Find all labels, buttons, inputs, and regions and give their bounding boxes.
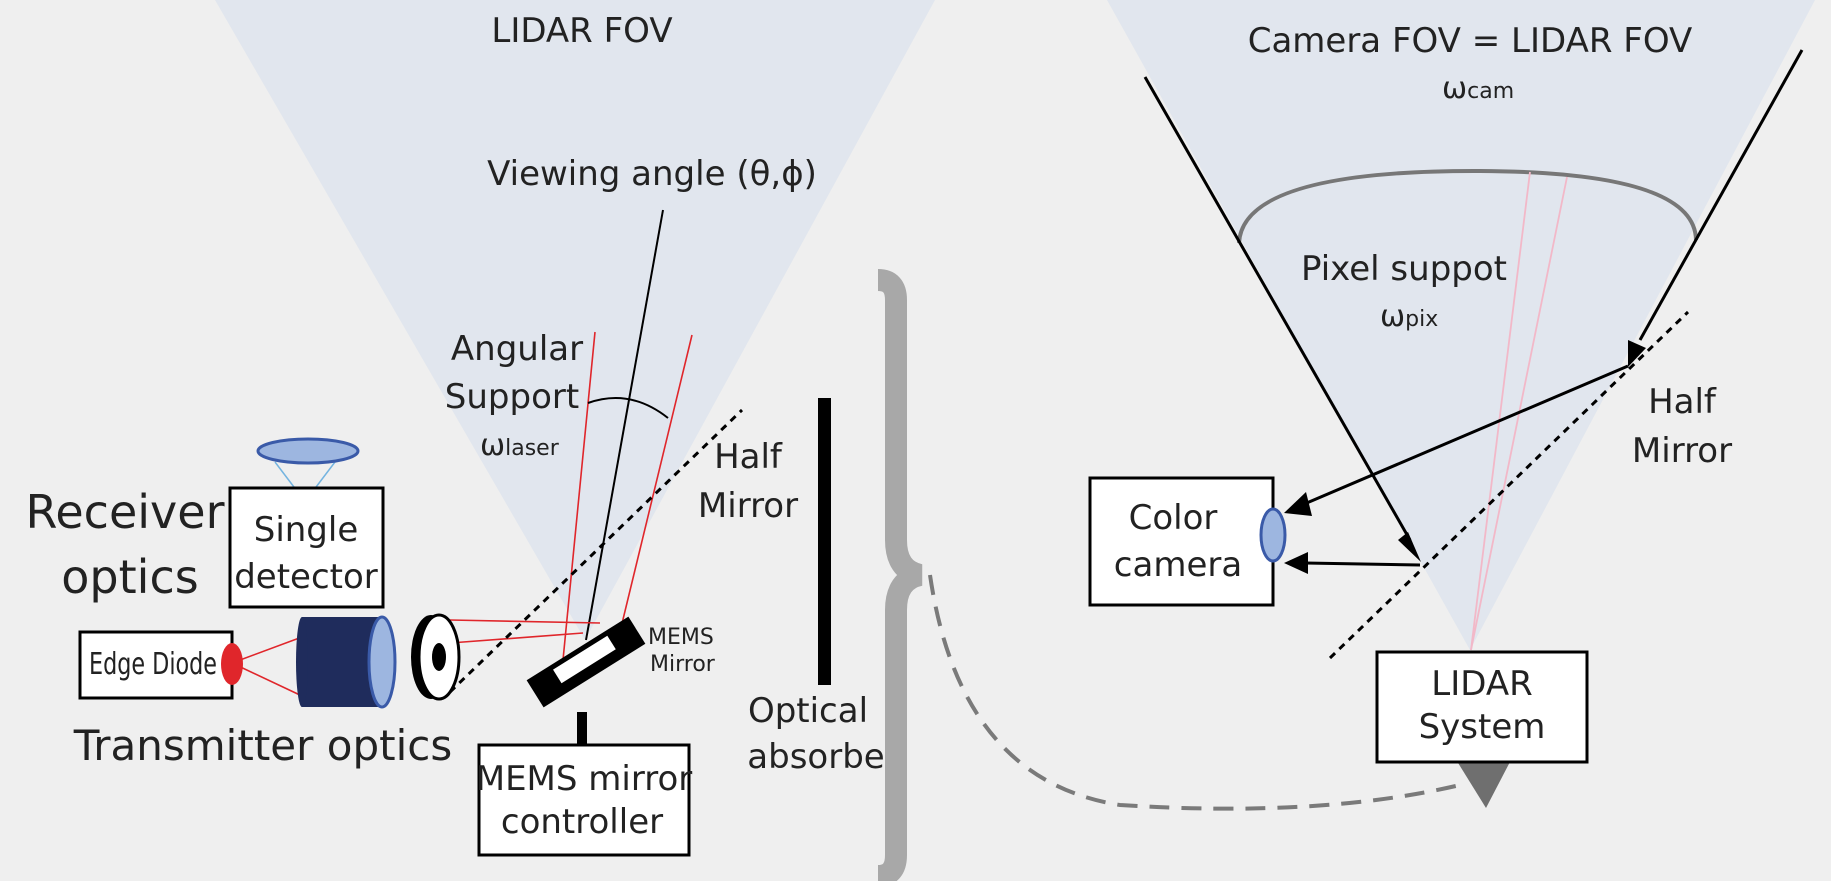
mems-controller-box	[477, 743, 691, 857]
half-mirror-left	[448, 408, 744, 694]
dashed-connector-arrow	[928, 574, 1461, 811]
angular-support-label-1: Angular	[451, 329, 583, 369]
camera-fov-cone	[1107, 0, 1815, 650]
ray-arrowhead-3	[1284, 492, 1312, 516]
camera-lens	[1259, 507, 1287, 563]
mems-mirror-label-2: Mirror	[650, 652, 716, 677]
viewing-angle-line	[585, 209, 664, 641]
edge-diode-label: Edge Diode	[89, 647, 217, 682]
lidar-system-label-2: System	[1419, 707, 1546, 747]
pixel-support-arc	[1237, 168, 1698, 244]
optical-absorber-label-2: absorber	[747, 737, 898, 777]
viewing-angle-label: Viewing angle (θ,ϕ)	[487, 154, 817, 194]
transmitter-optics-label: Transmitter optics	[73, 721, 452, 770]
half-mirror-right-label-2: Mirror	[1632, 431, 1732, 471]
mems-mirror	[526, 616, 646, 746]
angular-support-arc	[587, 397, 669, 419]
receiver-optics-label-1: Receiver	[25, 485, 224, 539]
collimating-lens	[296, 615, 397, 709]
omega-laser-label: ωlaser	[480, 428, 560, 463]
omega-cam-label: ωcam	[1442, 71, 1514, 106]
color-camera-label-1: Color	[1129, 498, 1218, 538]
ray-arrowhead-4	[1284, 552, 1308, 574]
laser-beams	[231, 331, 693, 697]
single-detector-label-2: detector	[234, 557, 378, 597]
mems-controller-label-2: controller	[501, 802, 663, 842]
lidar-system-label-1: LIDAR	[1431, 664, 1532, 704]
color-camera-box	[1088, 476, 1275, 607]
optical-absorber-label-1: Optical	[748, 691, 868, 731]
ray-arrowhead-1	[1398, 532, 1421, 562]
edge-diode-emitter	[221, 643, 243, 685]
grouping-brace	[877, 269, 924, 881]
angular-support-label-2: Support	[445, 377, 579, 417]
lidar-fov-cone	[215, 0, 935, 640]
receiver-optics-label-2: optics	[61, 550, 198, 604]
half-mirror-right	[1328, 310, 1690, 660]
color-camera-label-2: camera	[1114, 545, 1242, 585]
half-mirror-left-label-2: Mirror	[698, 486, 798, 526]
camera-rays	[1143, 49, 1804, 567]
single-detector-box	[228, 486, 385, 609]
pixel-support-label: Pixel suppot	[1301, 249, 1507, 289]
aperture	[411, 613, 461, 701]
camera-fov-label: Camera FOV = LIDAR FOV	[1248, 21, 1693, 61]
single-detector-label-1: Single	[254, 510, 359, 550]
optical-absorber-bar	[818, 398, 831, 685]
lidar-fov-label: LIDAR FOV	[491, 11, 672, 51]
half-mirror-left-label-1: Half	[714, 437, 783, 477]
ray-arrowhead-2	[1628, 340, 1646, 367]
omega-pix-label: ωpix	[1380, 299, 1438, 334]
mems-controller-label-1: MEMS mirror	[476, 759, 693, 799]
connector-arrowhead	[1455, 758, 1512, 808]
half-mirror-right-label-1: Half	[1648, 382, 1717, 422]
mems-mirror-label-1: MEMS	[648, 625, 714, 650]
lidar-system-box	[1375, 650, 1589, 764]
